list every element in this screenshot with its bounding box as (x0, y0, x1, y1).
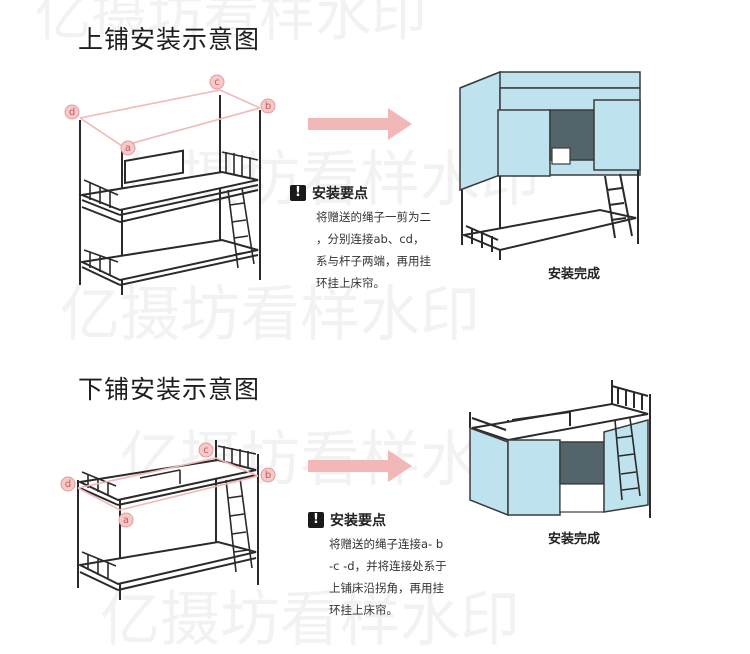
top-marker-label-d: d (69, 107, 75, 118)
top-done-label: 安装完成 (548, 267, 601, 282)
top-note-heading: ! 安装要点 (290, 183, 368, 203)
top-note-line: 系与杆子两端，再用挂 (316, 254, 431, 268)
top-marker-label-b: b (265, 101, 271, 112)
top-bed-rails (83, 151, 259, 276)
top-installed-bed (459, 70, 641, 192)
bottom-marker-b (260, 467, 276, 483)
bottom-section-title: 下铺安装示意图 (78, 375, 261, 404)
bottom-installed-curtain (469, 419, 649, 517)
arrow-right-icon (308, 450, 412, 482)
top-installed-frame (460, 170, 639, 260)
bottom-point-markers (60, 442, 276, 528)
top-note-heading-text: 安装要点 (312, 186, 368, 202)
bottom-marker-label-d: d (65, 479, 71, 490)
bottom-note-line: -c -d，并将连接处系于 (329, 559, 447, 573)
top-marker-label-c: c (214, 77, 220, 88)
bottom-marker-a (118, 512, 134, 528)
top-string-lines (79, 89, 261, 147)
watermark-text: 亿摄坊看样水印 (35, 0, 427, 49)
watermark-text: 亿摄坊看样水印 (100, 585, 520, 654)
top-note-line: 将赠送的绳子一剪为二 (316, 210, 431, 224)
bottom-installed-ladder (614, 417, 641, 501)
bottom-note-heading-text: 安装要点 (330, 513, 386, 529)
top-marker-b (260, 98, 276, 114)
watermark-text: 亿摄坊看样水印 (60, 280, 480, 350)
top-marker-d (64, 104, 80, 120)
bottom-note-line: 环挂上床帘。 (329, 603, 398, 617)
bottom-installed-frame-top (469, 380, 651, 518)
top-note-body: 将赠送的绳子一剪为二 ，分别连接ab、cd， 系与杆子两端，再用挂 环挂上床帘。 (316, 206, 431, 294)
bottom-note-line: 上铺床沿拐角，再用挂 (329, 581, 444, 595)
top-section-title: 上铺安装示意图 (78, 25, 261, 54)
warning-icon: ! (290, 185, 306, 201)
top-marker-c (209, 74, 225, 90)
top-note-line: ，分别连接ab、cd， (316, 232, 425, 246)
bottom-marker-d (60, 476, 76, 492)
bottom-note-heading: ! 安装要点 (308, 510, 386, 530)
bottom-done-label: 安装完成 (548, 532, 601, 547)
warning-icon: ! (308, 512, 324, 528)
top-bed-frame (78, 95, 261, 295)
bottom-note-body: 将赠送的绳子连接a- b -c -d，并将连接处系于 上铺床沿拐角，再用挂 环挂… (329, 533, 447, 621)
bottom-bed-rails (81, 445, 257, 578)
bottom-note-line: 将赠送的绳子连接a- b (329, 537, 444, 551)
bottom-marker-label-b: b (265, 470, 271, 481)
top-marker-label-a: a (125, 143, 131, 154)
top-note-line: 环挂上床帘。 (316, 276, 385, 290)
arrow-right-icon (308, 108, 412, 140)
bottom-string-lines (77, 457, 259, 511)
top-point-markers (64, 74, 276, 156)
bottom-marker-c (198, 442, 214, 458)
bottom-marker-label-a: a (123, 515, 129, 526)
bottom-marker-label-c: c (203, 445, 209, 456)
top-marker-a (120, 140, 136, 156)
